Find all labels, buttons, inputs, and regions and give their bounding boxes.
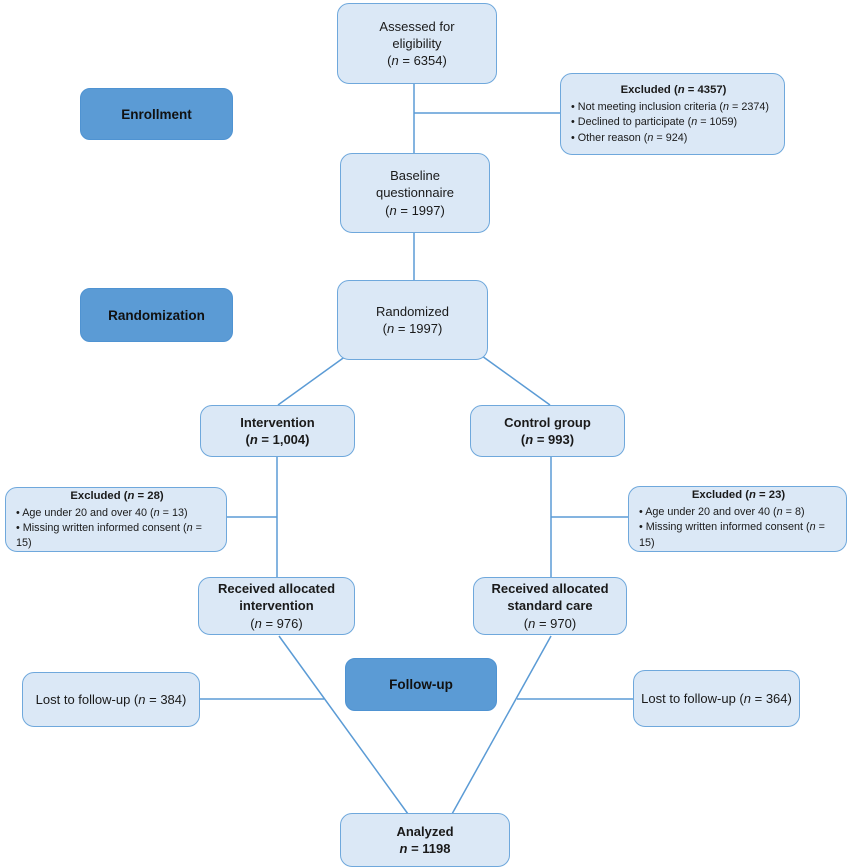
- box-line: Assessed for: [379, 18, 455, 34]
- box-line: Baseline: [390, 168, 440, 184]
- stage-label-text: Enrollment: [121, 106, 192, 122]
- box-line: Lost to follow-up (n = 364): [641, 690, 792, 706]
- stage-label-text: Follow-up: [389, 677, 453, 692]
- lost-followup-intervention-box: Lost to follow-up (n = 384): [22, 672, 200, 727]
- excluded-item: Missing written informed consent (n = 15…: [16, 521, 218, 552]
- followup-stage-label: Follow-up: [345, 658, 497, 711]
- box-line: Analyzed: [396, 823, 454, 839]
- excluded-item: Other reason (n = 924): [571, 131, 776, 146]
- line-randomized-intervention: [277, 355, 347, 406]
- box-stat: (n = 1,004): [245, 432, 310, 447]
- excluded-item: Missing written informed consent (n = 15…: [639, 520, 838, 551]
- box-line: Received allocated: [217, 581, 336, 597]
- line-randomized-control: [481, 355, 551, 406]
- box-stat: (n = 1997): [382, 321, 443, 336]
- line-received-analyzed-right: [451, 635, 552, 815]
- excluded-title: Excluded (n = 28): [70, 489, 164, 502]
- assessed-eligibility-box: Assessed for eligibility (n = 6354): [337, 3, 497, 84]
- box-line: standard care: [507, 598, 593, 614]
- box-stat: (n = 6354): [387, 53, 447, 69]
- box-line: Lost to follow-up (n = 384): [35, 691, 187, 707]
- box-stat: (n = 970): [523, 615, 577, 631]
- box-stat: (n = 976): [250, 615, 303, 631]
- excluded-intervention-box: Excluded (n = 28) Age under 20 and over …: [5, 487, 227, 552]
- analyzed-box: Analyzed n = 1198: [340, 813, 510, 867]
- box-line: intervention: [239, 598, 314, 614]
- excluded-item: Age under 20 and over 40 (n = 13): [16, 506, 218, 521]
- control-group-box: Control group (n = 993): [470, 405, 625, 457]
- box-line: Control group: [504, 414, 591, 430]
- excluded-item: Age under 20 and over 40 (n = 8): [639, 505, 838, 520]
- received-standard-care-box: Received allocated standard care (n = 97…: [473, 577, 627, 635]
- box-line: Randomized: [376, 303, 449, 319]
- box-stat: (n = 993): [520, 432, 575, 447]
- excluded-control-box: Excluded (n = 23) Age under 20 and over …: [628, 486, 847, 552]
- lost-followup-control-box: Lost to follow-up (n = 364): [633, 670, 800, 727]
- box-line: Received allocated: [491, 581, 609, 597]
- box-stat: (n = 1997): [385, 202, 445, 218]
- excluded-item: Declined to participate (n = 1059): [571, 115, 776, 130]
- excluded-title: Excluded (n = 4357): [620, 83, 727, 96]
- stage-label-text: Randomization: [108, 307, 205, 323]
- intervention-box: Intervention (n = 1,004): [200, 405, 355, 457]
- enrollment-stage-label: Enrollment: [80, 88, 233, 140]
- box-line: Intervention: [240, 414, 315, 430]
- box-line: questionnaire: [375, 185, 455, 201]
- excluded-item: Not meeting inclusion criteria (n = 2374…: [571, 100, 776, 115]
- line-received-analyzed-left: [278, 635, 409, 815]
- box-line: eligibility: [392, 35, 442, 51]
- baseline-questionnaire-box: Baseline questionnaire (n = 1997): [340, 153, 490, 233]
- excluded-enrollment-box: Excluded (n = 4357) Not meeting inclusio…: [560, 73, 785, 155]
- excluded-title: Excluded (n = 23): [691, 489, 786, 501]
- box-stat: n = 1198: [399, 841, 451, 856]
- randomization-stage-label: Randomization: [80, 288, 233, 342]
- received-intervention-box: Received allocated intervention (n = 976…: [198, 577, 355, 635]
- randomized-box: Randomized (n = 1997): [337, 280, 488, 360]
